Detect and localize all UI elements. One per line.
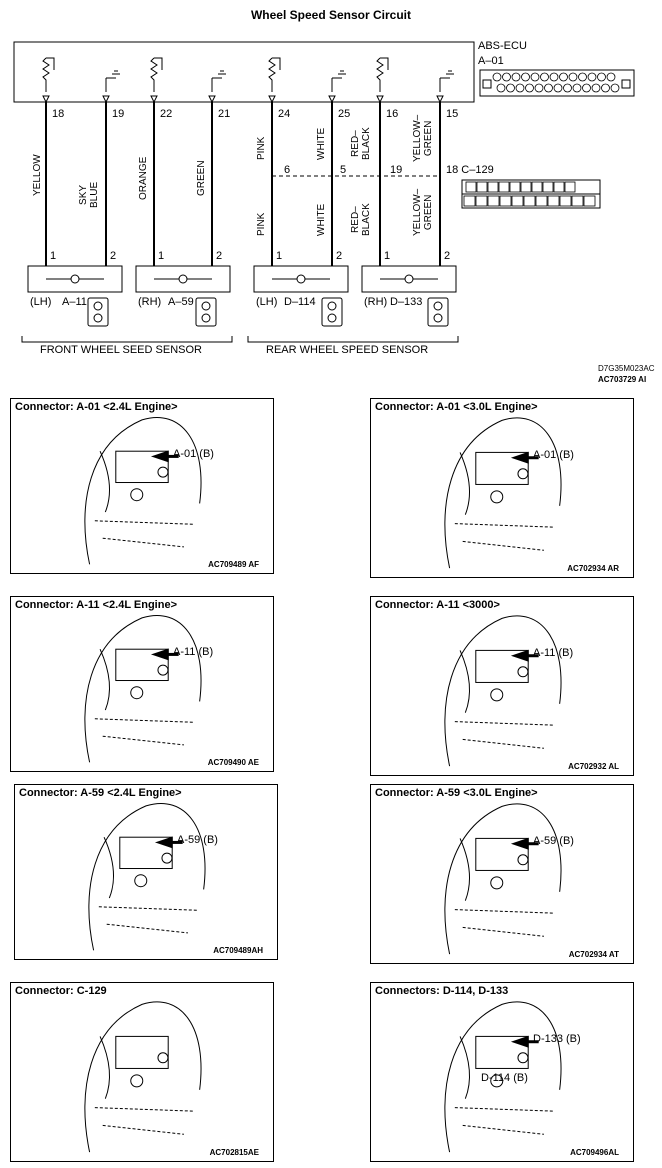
ecu-pin-2: 22 — [160, 108, 173, 120]
sensor-pin-2: 1 — [158, 250, 165, 262]
connector-panel-2: Connector: A-11 <2.4L Engine> AC709490 AE… — [10, 596, 274, 772]
panel-caption: Connector: A-01 <2.4L Engine> — [15, 401, 178, 413]
wire-label-upper-3: GREEN — [196, 160, 207, 196]
ecu-pin-1: 19 — [112, 108, 125, 120]
sensor-rh-front-side: (RH) — [138, 296, 162, 308]
c129-pin-19: 19 — [390, 164, 403, 176]
panel-caption: Connectors: D-114, D-133 — [375, 985, 509, 997]
panel-callout: D-133 (B) — [533, 1033, 581, 1045]
panel-code: AC702815AE — [209, 1148, 259, 1157]
sensor-pin-1: 2 — [110, 250, 117, 262]
ecu-pin-6: 16 — [386, 108, 399, 120]
connector-panel-1: Connector: A-01 <3.0L Engine> AC702934 AR… — [370, 398, 634, 578]
connector-panel-3: Connector: A-11 <3000> AC702932 AL A-11 (B… — [370, 596, 634, 776]
wire-label-lower-1: WHITE — [316, 203, 327, 236]
panel-caption: Connector: A-11 <2.4L Engine> — [15, 599, 177, 611]
page-title: Wheel Speed Sensor Circuit — [250, 8, 412, 22]
ref-code-1: D7G35M023AC — [598, 364, 655, 373]
ecu-connector: A–01 — [478, 55, 504, 67]
panel-caption: Connector: A-01 <3.0L Engine> — [375, 401, 538, 413]
connector-panel-0: Connector: A-01 <2.4L Engine> AC709489 AF… — [10, 398, 274, 574]
wire-label-lower-2: RED– BLACK — [350, 203, 372, 236]
wire-label-upper-6: RED– BLACK — [350, 127, 372, 160]
engine-bay-illustration — [444, 1001, 562, 1153]
sensor-pin-3: 2 — [216, 250, 223, 262]
sensor-pin-5: 2 — [336, 250, 343, 262]
engine-bay-illustration — [444, 417, 562, 569]
wire-label-upper-5: WHITE — [316, 127, 327, 160]
wire-label-lower-3: YELLOW– GREEN — [412, 188, 434, 236]
engine-bay-illustration — [444, 615, 562, 767]
panel-callout: A-01 (B) — [173, 448, 214, 460]
ecu-pin-4: 24 — [278, 108, 291, 120]
sensor-pin-6: 1 — [384, 250, 391, 262]
ref-code-2: AC703729 AI — [598, 375, 647, 384]
wire-label-upper-7: YELLOW– GREEN — [412, 114, 434, 162]
wire-label-upper-1: SKY BLUE — [78, 181, 100, 208]
wire-label-lower-0: PINK — [256, 212, 267, 236]
sensor-lh-front-conn: A–11 — [62, 296, 87, 308]
ecu-pin-0: 18 — [52, 108, 65, 120]
engine-bay-illustration — [444, 803, 562, 955]
panel-caption: Connector: A-59 <2.4L Engine> — [19, 787, 182, 799]
group-front-label: FRONT WHEEL SEED SENSOR — [40, 344, 202, 356]
sensor-lh-front-side: (LH) — [30, 296, 52, 308]
engine-bay-illustration — [84, 1001, 202, 1153]
panel-code: AC709490 AE — [207, 758, 259, 767]
panel-code: AC702932 AL — [568, 762, 619, 771]
c129-pin-6: 6 — [284, 164, 291, 176]
connector-panel-4: Connector: A-59 <2.4L Engine> AC709489AH A… — [14, 784, 278, 960]
panel-caption: Connector: C-129 — [15, 985, 107, 997]
sensor-pin-7: 2 — [444, 250, 451, 262]
group-rear-label: REAR WHEEL SPEED SENSOR — [266, 344, 429, 356]
wire-label-upper-2: ORANGE — [138, 156, 149, 200]
panel-code: AC702934 AT — [568, 950, 619, 959]
c129-pin-5: 5 — [340, 164, 347, 176]
panel-callout: A-59 (B) — [533, 835, 574, 847]
engine-bay-illustration — [84, 417, 202, 565]
sensor-rh-rear-side: (RH) — [364, 296, 388, 308]
sensor-rh-rear-conn: D–133 — [390, 296, 423, 308]
connector-panel-5: Connector: A-59 <3.0L Engine> AC702934 AT… — [370, 784, 634, 964]
circuit-schematic — [13, 41, 635, 343]
ecu-pin-3: 21 — [218, 108, 231, 120]
panel-callout-2: D-114 (B) — [481, 1072, 528, 1084]
panel-code: AC709496AL — [570, 1148, 619, 1157]
panel-callout: A-11 (B) — [533, 647, 574, 659]
ecu-pin-7: 15 — [446, 108, 459, 120]
sensor-lh-rear-side: (LH) — [256, 296, 278, 308]
panel-code: AC709489 AF — [208, 560, 259, 569]
ecu-name: ABS-ECU — [478, 40, 527, 52]
wire-label-upper-0: YELLOW — [32, 154, 43, 196]
sensor-lh-rear-conn: D–114 — [284, 296, 316, 308]
engine-bay-illustration — [84, 615, 202, 763]
wire-label-upper-4: PINK — [256, 136, 267, 160]
panel-callout: A-11 (B) — [173, 646, 214, 658]
panel-callout: A-59 (B) — [177, 834, 218, 846]
sensor-rh-front-conn: A–59 — [168, 296, 194, 308]
panel-code: AC702934 AR — [567, 564, 619, 573]
sensor-pin-4: 1 — [276, 250, 283, 262]
panel-caption: Connector: A-11 <3000> — [375, 599, 500, 611]
panel-code: AC709489AH — [213, 946, 263, 955]
engine-bay-illustration — [88, 803, 206, 951]
sensor-pin-0: 1 — [50, 250, 57, 262]
ecu-pin-5: 25 — [338, 108, 351, 120]
c129-label: 18 C–129 — [446, 164, 494, 176]
panel-caption: Connector: A-59 <3.0L Engine> — [375, 787, 538, 799]
panel-callout: A-01 (B) — [533, 449, 574, 461]
